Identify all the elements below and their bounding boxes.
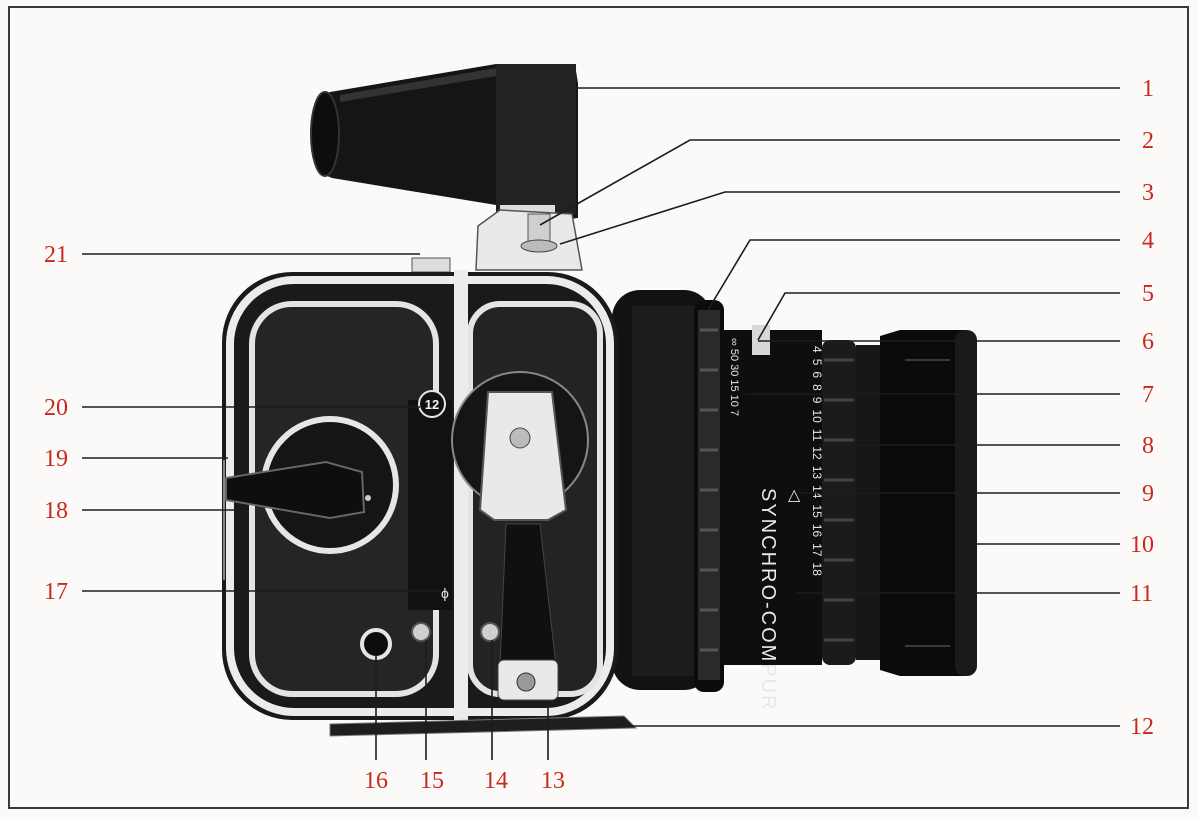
callout-19: 19: [44, 446, 68, 472]
callout-1: 1: [1142, 76, 1154, 102]
leader-lines: [82, 87, 1120, 760]
callouts-right: 1 2 3 4 5 6 7 8 9 10 11 12: [1130, 76, 1154, 740]
index-mark: △: [788, 487, 801, 504]
aperture-scale-mark-9: 14: [810, 485, 824, 499]
callout-9: 9: [1142, 481, 1154, 507]
callout-17: 17: [44, 579, 68, 605]
winding-crank: [451, 371, 589, 701]
distance-scale-mark-1: 50: [728, 349, 740, 361]
leader-4: [707, 239, 1120, 311]
callout-14: 14: [484, 768, 508, 794]
distance-scale-mark-3: 15: [728, 379, 740, 391]
camera-body: 12 ϕ: [222, 270, 638, 737]
callout-7: 7: [1142, 382, 1154, 408]
frame-counter-value: 12: [425, 397, 439, 412]
lens: SYNCHRO-COMPUR ∞ 50 30 15 10 7 4 5 6 8 9 10 11 12 13 1…: [612, 290, 977, 712]
aperture-scale-mark-10: 15: [810, 504, 824, 518]
callouts-bottom: 16 15 14 13: [364, 768, 565, 794]
callout-20: 20: [44, 395, 68, 421]
aperture-scale-mark-0: 4: [810, 346, 824, 353]
frame-counter-badge: 12: [418, 390, 446, 418]
leader-2: [539, 139, 1120, 226]
callout-13: 13: [541, 768, 565, 794]
callout-21: 21: [44, 242, 68, 268]
callout-16: 16: [364, 768, 388, 794]
aperture-scale-mark-8: 13: [810, 466, 824, 480]
callout-8: 8: [1142, 433, 1154, 459]
distance-scale-mark-4: 10: [728, 395, 740, 407]
film-magazine-winder: [225, 416, 399, 554]
lens-brand-text: SYNCHRO-COMPUR: [757, 488, 779, 712]
aperture-scale-mark-6: 11: [810, 429, 824, 442]
distance-scale: ∞ 50 30 15 10 7: [728, 338, 740, 416]
distance-scale-mark-0: ∞: [728, 338, 740, 346]
aperture-scale-mark-2: 6: [810, 371, 824, 378]
callout-15: 15: [420, 768, 444, 794]
aperture-scale-mark-4: 9: [810, 397, 824, 404]
leader-3: [559, 191, 1120, 245]
callout-12: 12: [1130, 714, 1154, 740]
callout-6: 6: [1142, 329, 1154, 355]
aperture-scale-mark-3: 8: [810, 384, 824, 391]
aperture-scale-mark-1: 5: [810, 359, 824, 366]
viewfinder: [310, 64, 583, 273]
svg-text:ϕ: ϕ: [441, 585, 449, 601]
callout-10: 10: [1130, 532, 1154, 558]
aperture-scale-mark-7: 12: [810, 446, 824, 460]
callout-3: 3: [1142, 180, 1154, 206]
aperture-ring: [822, 340, 856, 665]
distance-scale-mark-5: 7: [728, 410, 740, 416]
aperture-scale-mark-11: 16: [810, 524, 824, 538]
distance-scale-mark-2: 30: [728, 364, 740, 376]
callout-18: 18: [44, 498, 68, 524]
callouts-left: 21 20 19 18 17: [44, 242, 68, 605]
callout-5: 5: [1142, 281, 1154, 307]
aperture-scale-mark-13: 18: [810, 563, 824, 577]
leader-5: [757, 292, 1120, 341]
aperture-scale: 4 5 6 8 9 10 11 12 13 14 15 16 17 18: [810, 346, 824, 576]
aperture-scale-mark-5: 10: [810, 409, 824, 423]
callout-4: 4: [1142, 228, 1154, 254]
callout-2: 2: [1142, 128, 1154, 154]
focus-ring: [698, 310, 720, 680]
callout-11: 11: [1130, 581, 1153, 607]
aperture-scale-mark-12: 17: [810, 543, 824, 557]
